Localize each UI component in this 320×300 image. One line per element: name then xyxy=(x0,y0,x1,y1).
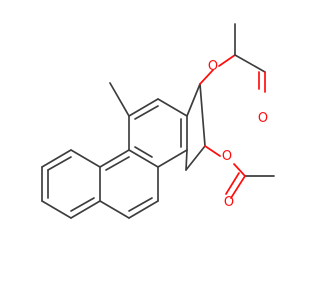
methyl-bond xyxy=(109,82,130,117)
bond xyxy=(186,83,201,117)
oxygen-atom-carbonyl-upper: O xyxy=(258,111,268,126)
ester-single-bond xyxy=(204,145,221,157)
ring-c xyxy=(109,82,188,168)
carbonyl-carbon-bond xyxy=(234,54,266,73)
bond xyxy=(128,149,159,168)
cyclopentane-ring xyxy=(185,83,206,171)
bond xyxy=(70,149,101,168)
benzene-ring-a xyxy=(41,149,101,219)
ester-single-bond xyxy=(233,163,246,177)
bond xyxy=(70,200,101,219)
bond xyxy=(128,200,159,219)
bond xyxy=(185,145,206,171)
bond xyxy=(41,149,72,168)
double-bond-inner xyxy=(47,156,72,171)
bond xyxy=(157,149,188,168)
oxygen-atom-ester-lower: O xyxy=(222,149,232,164)
bond xyxy=(99,200,130,219)
double-bond-inner xyxy=(134,146,153,158)
chemical-structure-diagram: O O O O xyxy=(41,23,275,219)
bond xyxy=(185,149,188,171)
carbonyl-double-bond xyxy=(225,172,240,195)
bond xyxy=(157,98,188,117)
bond xyxy=(99,149,130,168)
double-bond-inner xyxy=(70,197,95,212)
acetate-group-upper: O O xyxy=(199,23,268,126)
bond xyxy=(128,98,159,117)
oxygen-atom-ester-upper: O xyxy=(208,59,218,74)
bond xyxy=(199,83,206,147)
structure-canvas: O O O O xyxy=(41,23,275,219)
double-bond-inner xyxy=(128,197,153,212)
acetate-group-lower: O O xyxy=(204,145,275,210)
ester-single-bond xyxy=(218,54,236,67)
double-bond-inner xyxy=(105,156,130,171)
bond xyxy=(41,200,72,219)
carbonyl-double-bond xyxy=(230,175,246,199)
double-bond-inner xyxy=(134,105,159,120)
ester-single-bond xyxy=(199,69,214,85)
oxygen-atom-carbonyl-lower: O xyxy=(224,195,234,210)
ring-b xyxy=(99,149,159,219)
